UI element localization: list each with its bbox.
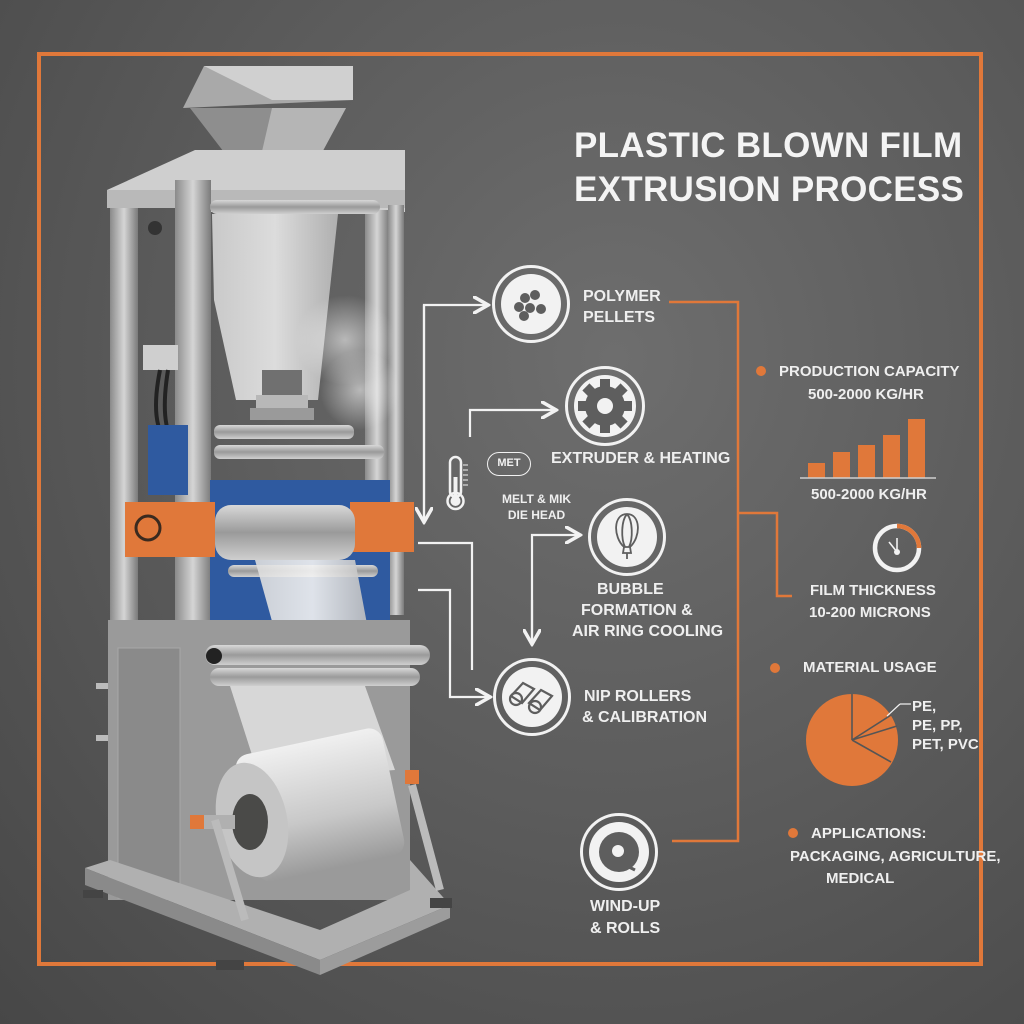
step-bubble-label: BUBBLE FORMATION & AIR RING COOLING — [572, 581, 724, 640]
step-nip-rollers-icon-circle — [493, 658, 571, 736]
gauge-icon — [872, 523, 922, 573]
production-capacity-value: 500-2000 KG/HR — [808, 386, 924, 403]
hopper — [183, 66, 353, 160]
pellets-icon — [514, 290, 546, 321]
production-capacity-chart-caption: 500-2000 KG/HR — [811, 486, 927, 503]
applications-value: PACKAGING, AGRICULTURE, MEDICAL — [790, 848, 1001, 887]
film-thickness-value: 10-200 MICRONS — [809, 604, 931, 621]
page-title: PLASTIC BLOWN FILM EXTRUSION PROCESS — [574, 124, 964, 212]
material-usage-legend: PE, PE, PP, PET, PVC — [912, 698, 979, 753]
step-wind-up-icon-circle — [580, 813, 658, 891]
step-extruder-icon-circle — [565, 366, 645, 446]
step-extruder-label: EXTRUDER & HEATING — [551, 450, 731, 467]
orange-bearing-left — [125, 502, 215, 557]
production-capacity-bar-chart — [800, 419, 936, 479]
step-polymer-pellets-icon-circle — [492, 265, 570, 343]
orange-bearing-right — [350, 502, 414, 552]
balloon-icon — [615, 513, 639, 559]
film-thickness-label: FILM THICKNESS — [810, 582, 936, 599]
rollers-icon — [508, 681, 554, 715]
applications-label: APPLICATIONS: — [811, 825, 927, 842]
material-usage-label: MATERIAL USAGE — [803, 659, 937, 676]
title-line-2: EXTRUSION PROCESS — [574, 170, 965, 209]
step-wind-up-label: WIND-UP & ROLLS — [590, 898, 661, 937]
title-line-1: PLASTIC BLOWN FILM — [574, 126, 963, 165]
step-bubble-icon-circle — [588, 498, 666, 576]
film-roll — [190, 728, 419, 882]
step-nip-rollers-label: NIP ROLLERS & CALIBRATION — [582, 688, 708, 726]
gear-icon — [578, 379, 632, 433]
thermometer-icon — [446, 455, 468, 511]
bullet-applications — [788, 828, 798, 838]
melt-badge: MET — [487, 452, 531, 476]
step-die-head-label: MELT & MIK DIE HEAD — [502, 492, 572, 522]
material-usage-pie-chart — [806, 694, 911, 786]
step-polymer-pellets-label: POLYMER PELLETS — [583, 288, 661, 326]
roll-icon — [599, 832, 639, 872]
production-capacity-label: PRODUCTION CAPACITY — [779, 363, 960, 380]
bullet-material — [770, 663, 780, 673]
bullet-production — [756, 366, 766, 376]
orange-frame — [37, 52, 983, 966]
